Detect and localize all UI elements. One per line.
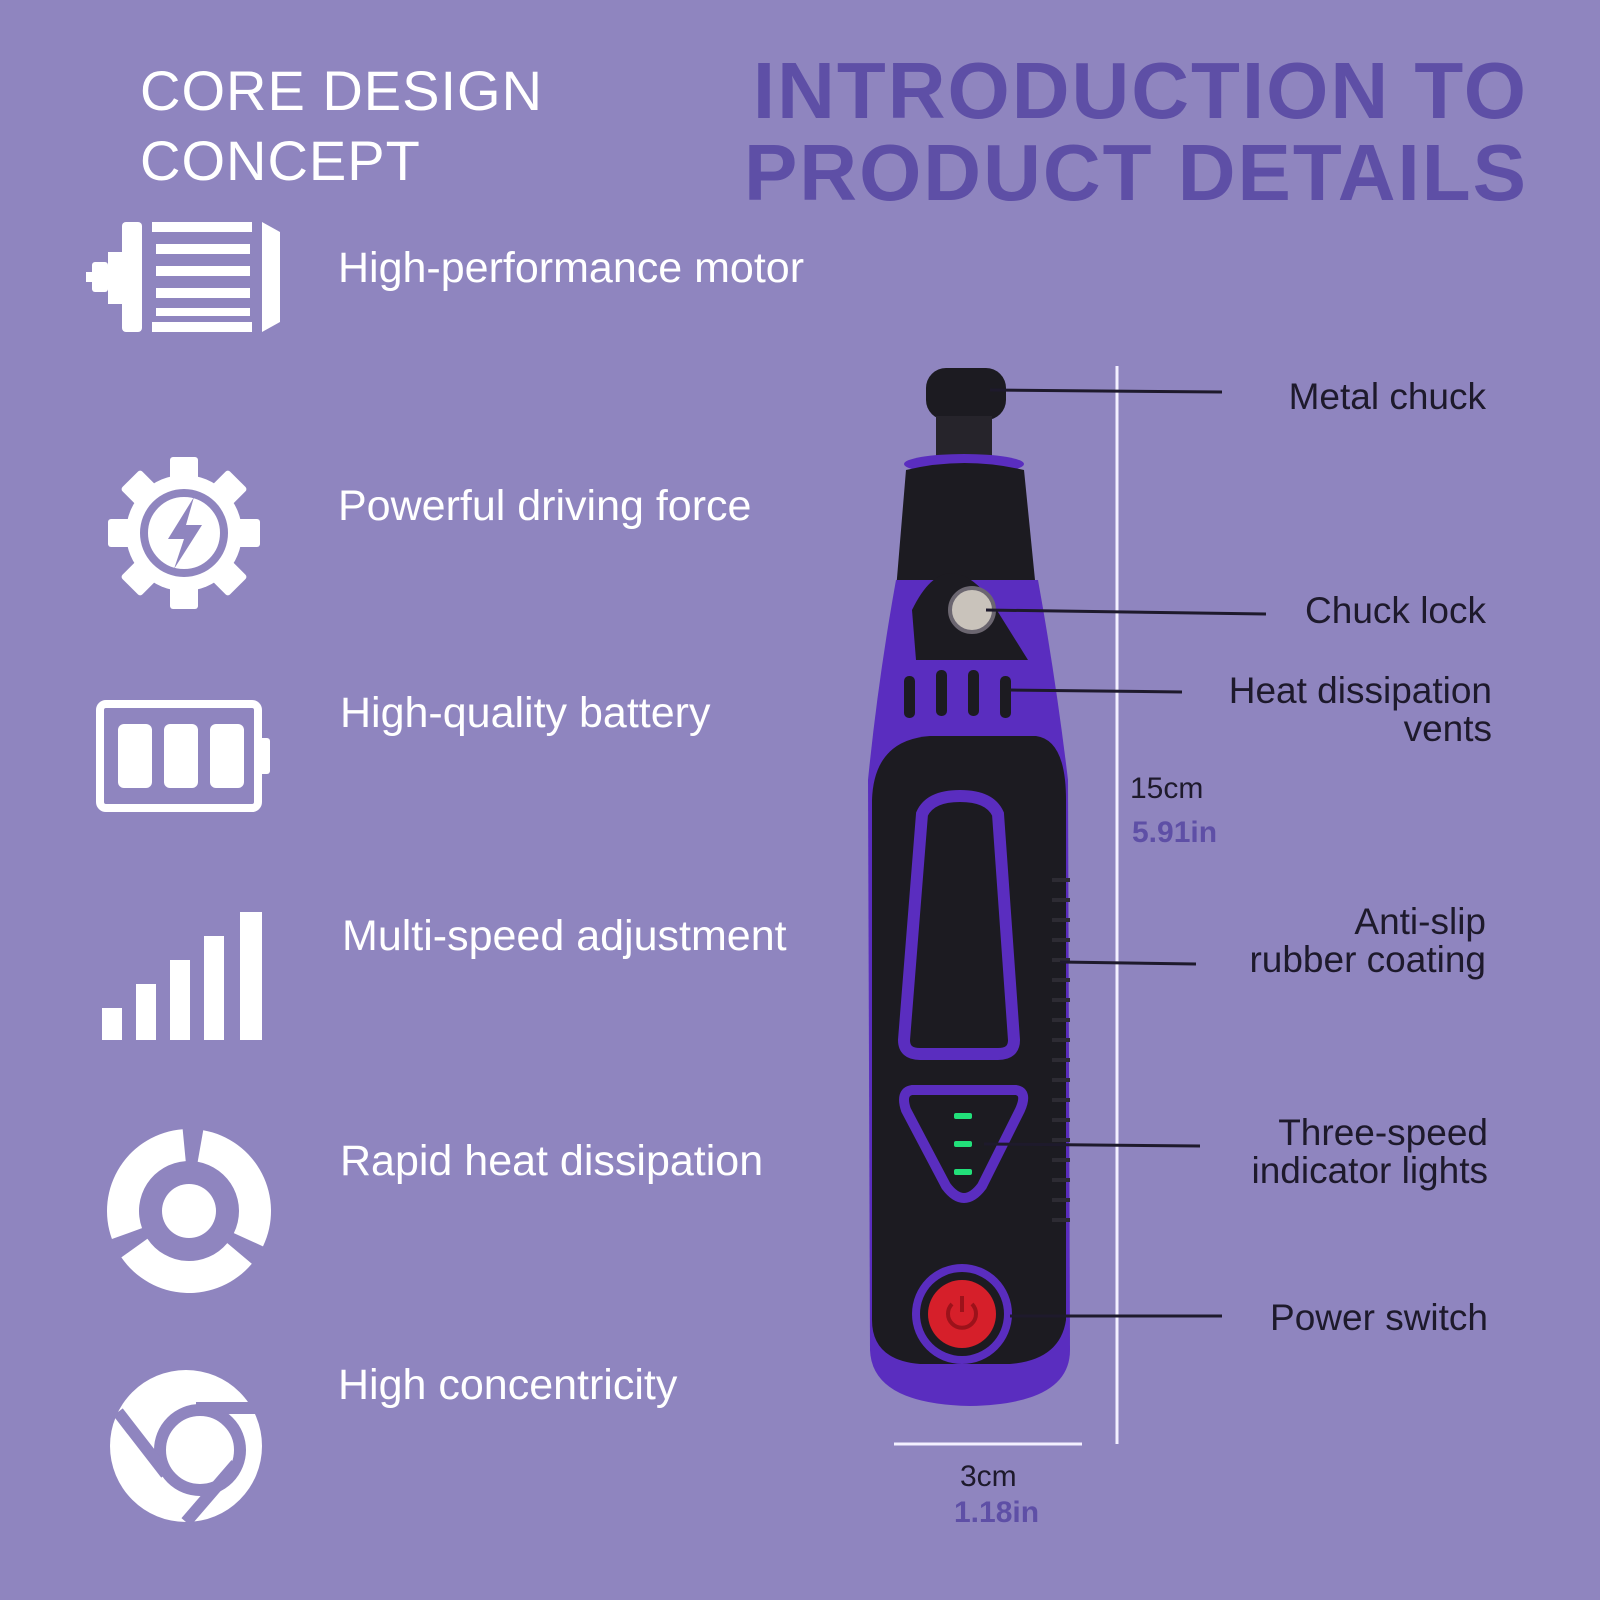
- feature-label-concentricity: High concentricity: [338, 1361, 678, 1409]
- feature-label-heat: Rapid heat dissipation: [340, 1137, 764, 1185]
- battery-icon: [96, 700, 270, 812]
- concentric-icon: [110, 1370, 262, 1524]
- page-title: INTRODUCTION TO PRODUCT DETAILS: [744, 50, 1528, 214]
- feature-label-driving-force: Powerful driving force: [338, 482, 752, 530]
- signal-bars-icon: [102, 912, 262, 1040]
- feature-label-motor: High-performance motor: [338, 244, 805, 292]
- callout-anti-slip-line2: rubber coating: [1249, 939, 1486, 980]
- callout-speed-lights: Three-speed indicator lights: [1251, 1114, 1488, 1190]
- core-title-line1: CORE DESIGN: [140, 59, 544, 122]
- callout-heat-vents: Heat dissipation vents: [1229, 672, 1492, 748]
- core-title-line2: CONCEPT: [140, 129, 421, 192]
- leader-chuck-lock: [985, 608, 1267, 616]
- fan-icon: [106, 1129, 272, 1294]
- callout-anti-slip: Anti-slip rubber coating: [1249, 903, 1486, 979]
- leader-speed-lights: [983, 1142, 1201, 1148]
- callout-speed-lights-line2: indicator lights: [1251, 1150, 1488, 1191]
- heat-vents: [904, 670, 1011, 718]
- width-cm-label: 3cm: [960, 1460, 1017, 1493]
- height-cm-label: 15cm: [1130, 772, 1204, 805]
- feature-label-battery: High-quality battery: [340, 689, 711, 737]
- metal-chuck: [926, 368, 1006, 420]
- callout-power-switch: Power switch: [1270, 1297, 1488, 1338]
- callout-anti-slip-line1: Anti-slip: [1354, 901, 1486, 942]
- power-switch-button: [928, 1280, 996, 1348]
- speed-indicator-lights: [954, 1113, 972, 1175]
- feature-label-speed: Multi-speed adjustment: [342, 912, 787, 960]
- callout-heat-vents-line2: vents: [1403, 708, 1492, 749]
- gear-lightning-icon: [108, 457, 260, 609]
- page-title-line1: INTRODUCTION TO: [752, 46, 1528, 135]
- leader-anti-slip: [1059, 960, 1197, 966]
- page-title-line2: PRODUCT DETAILS: [743, 128, 1528, 217]
- height-in-label: 5.91in: [1132, 816, 1218, 849]
- rotary-tool-illustration: [868, 366, 1267, 1446]
- leader-metal-chuck: [989, 388, 1223, 394]
- motor-icon: [86, 222, 280, 332]
- callout-heat-vents-line1: Heat dissipation: [1228, 670, 1492, 711]
- leader-vents: [1009, 688, 1183, 694]
- callout-chuck-lock: Chuck lock: [1305, 590, 1486, 631]
- callout-metal-chuck: Metal chuck: [1288, 376, 1486, 417]
- callout-speed-lights-line1: Three-speed: [1278, 1112, 1488, 1153]
- width-in-label: 1.18in: [954, 1496, 1040, 1529]
- core-design-title: CORE DESIGN CONCEPT: [140, 56, 543, 196]
